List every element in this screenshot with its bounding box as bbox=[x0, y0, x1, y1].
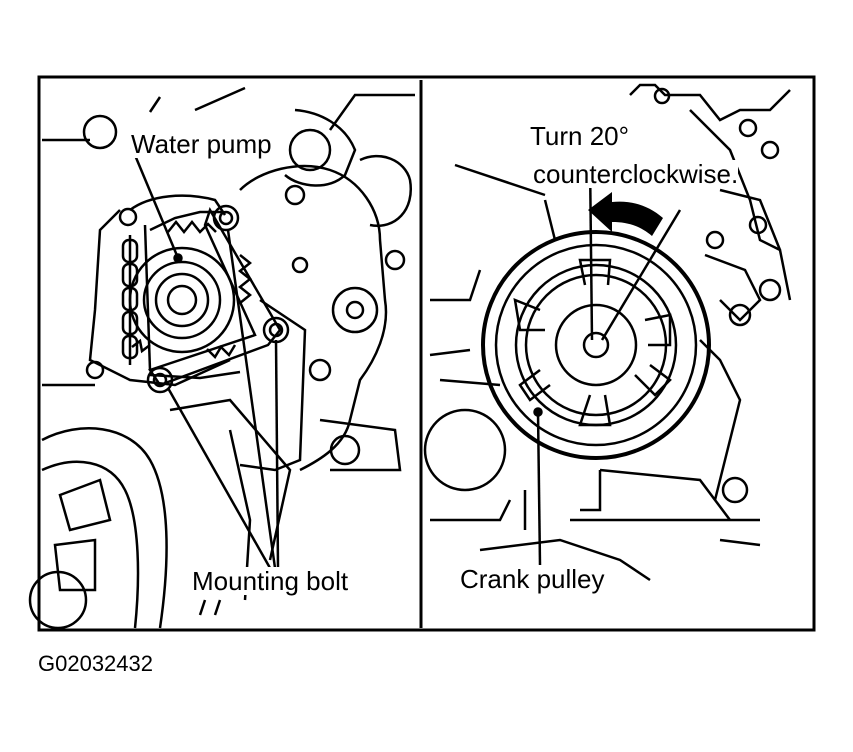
figure-code: G02032432 bbox=[38, 651, 153, 676]
right-panel-art bbox=[423, 83, 792, 582]
mounting-bolts bbox=[146, 204, 290, 394]
turn-angle-label: Turn 20° bbox=[530, 121, 630, 151]
water-pump-pulley bbox=[128, 246, 236, 354]
left-leader-lines bbox=[130, 147, 280, 569]
crankshaft-gear bbox=[41, 427, 168, 629]
right-leader-lines bbox=[533, 159, 682, 566]
crank-bolt bbox=[582, 331, 610, 359]
left-panel-art bbox=[28, 86, 415, 630]
counterclockwise-label: counterclockwise. bbox=[533, 159, 739, 189]
crank-pulley bbox=[481, 230, 711, 460]
crank-pulley-label: Crank pulley bbox=[460, 564, 605, 594]
mounting-bolt-label: Mounting bolt bbox=[192, 566, 349, 596]
water-pump-label: Water pump bbox=[131, 129, 272, 159]
counterclockwise-arrow-icon bbox=[588, 192, 663, 236]
frame bbox=[37, 75, 816, 632]
